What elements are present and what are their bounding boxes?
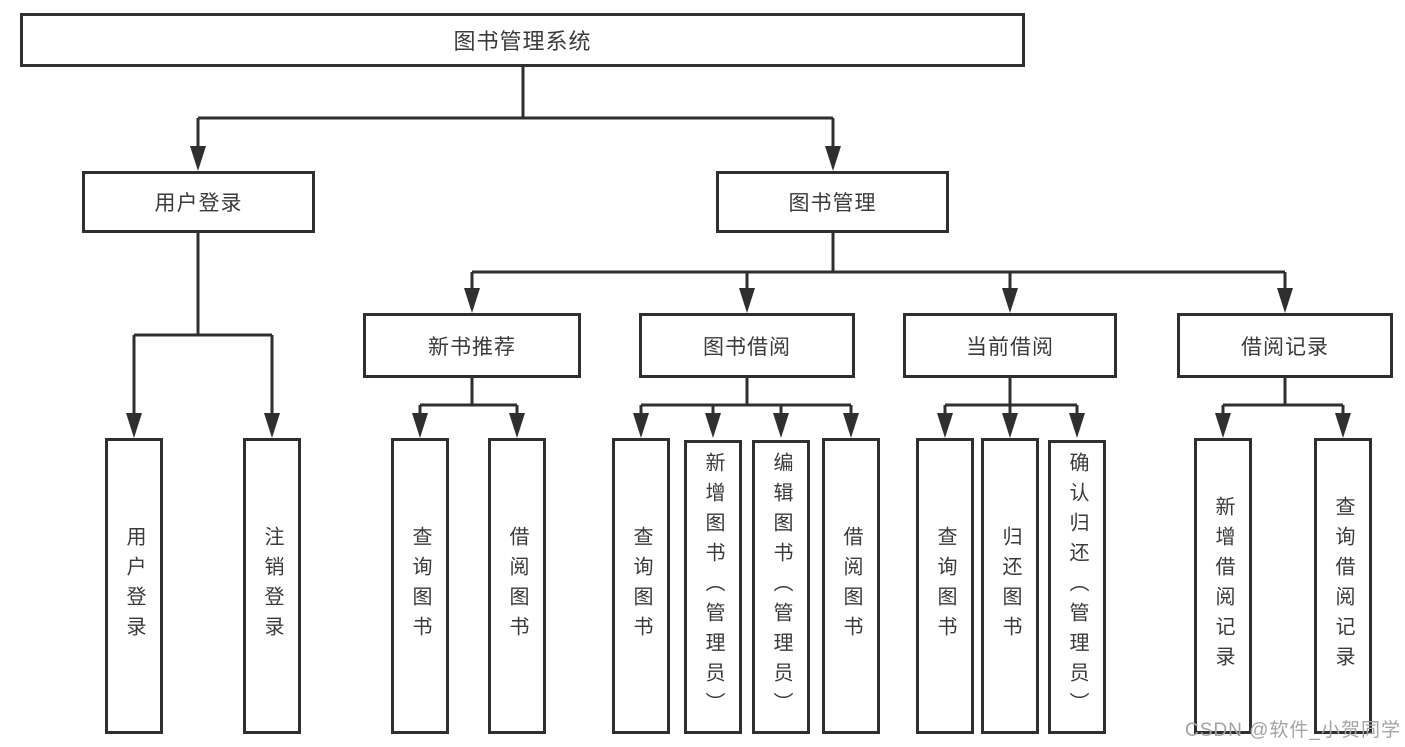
arrow-head: [843, 413, 859, 438]
arrow-head: [1215, 413, 1231, 438]
leaf-add-book-admin: 新增图书（管理员）: [684, 440, 742, 734]
edge-current-borrow-to-leaves: [937, 378, 1085, 438]
arrow-head: [705, 413, 721, 438]
node-user-login: 用户登录: [82, 171, 315, 233]
node-book-management: 图书管理: [716, 171, 949, 233]
arrow-head: [1277, 288, 1293, 313]
edge-root-to-level2: [190, 66, 841, 171]
leaf-return-book: 归还图书: [981, 438, 1039, 734]
edge-borrow-records-to-leaves: [1215, 378, 1351, 438]
arrow-head: [1069, 413, 1085, 438]
leaf-query-books-recommendation: 查询图书: [391, 438, 449, 734]
leaf-borrow-books-borrowing: 借阅图书: [822, 438, 880, 734]
arrow-head: [739, 288, 755, 313]
edge-user-login-to-leaves: [126, 233, 280, 438]
leaf-confirm-return-admin: 确认归还（管理员）: [1048, 440, 1106, 734]
arrow-head: [509, 413, 525, 438]
node-new-book-recommendation: 新书推荐: [363, 313, 581, 378]
edge-new-book-rec-to-leaves: [412, 378, 525, 438]
leaf-query-books-current: 查询图书: [916, 438, 974, 734]
arrow-head: [1335, 413, 1351, 438]
arrow-head: [464, 288, 480, 313]
leaf-add-borrow-record: 新增借阅记录: [1194, 438, 1252, 734]
arrow-head: [264, 413, 280, 438]
csdn-watermark: CSDN @软件_小贺同学: [1185, 720, 1401, 741]
leaf-logout: 注销登录: [243, 438, 301, 734]
arrow-head: [412, 413, 428, 438]
arrow-head: [190, 146, 206, 171]
leaf-borrow-books-recommendation: 借阅图书: [488, 438, 546, 734]
arrow-head: [825, 146, 841, 171]
node-library-management-system: 图书管理系统: [20, 13, 1025, 67]
arrow-head: [126, 413, 142, 438]
arrow-head: [773, 413, 789, 438]
edge-book-mgmt-to-level3: [464, 233, 1293, 313]
leaf-edit-book-admin: 编辑图书（管理员）: [752, 440, 810, 734]
arrow-head: [1002, 413, 1018, 438]
arrow-head: [937, 413, 953, 438]
node-current-borrowing: 当前借阅: [903, 313, 1117, 378]
edge-book-borrow-to-leaves: [633, 378, 859, 438]
arrow-head: [633, 413, 649, 438]
leaf-query-books-borrowing: 查询图书: [612, 438, 670, 734]
leaf-query-borrow-record: 查询借阅记录: [1314, 438, 1372, 734]
node-borrowing-records: 借阅记录: [1177, 313, 1393, 378]
arrow-head: [1002, 288, 1018, 313]
leaf-user-login: 用户登录: [105, 438, 163, 734]
node-book-borrowing: 图书借阅: [639, 313, 855, 378]
